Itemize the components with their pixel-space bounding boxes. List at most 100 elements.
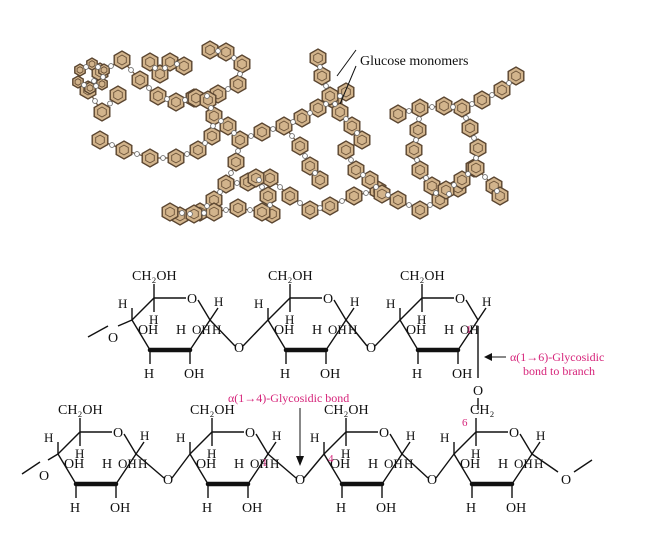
oxygen-linker: [202, 140, 208, 146]
oxygen-linker: [489, 92, 495, 98]
oxygen-linker: [323, 83, 329, 89]
oh-group: OH: [184, 367, 204, 382]
oh-group: OH: [118, 456, 137, 471]
ring-oxygen: O: [379, 426, 389, 441]
glucose-monomer-ring-detail: [313, 52, 323, 64]
ring-back-edge: [57, 431, 112, 455]
ring-oxygen: O: [245, 426, 255, 441]
glucose-monomer: [411, 200, 429, 220]
oxygen-linker: [83, 64, 89, 70]
glucose-monomer-ring-detail: [221, 46, 231, 58]
oxygen-linker: [231, 55, 237, 61]
glycosidic-bond-r2-cd-left: [401, 453, 429, 479]
oxygen-linker: [208, 105, 214, 111]
h-atom: H: [202, 501, 212, 516]
glucose-monomer: [113, 50, 131, 70]
oxygen-linker: [259, 184, 265, 190]
glucose-monomer: [373, 184, 391, 204]
h-atom: H: [212, 322, 221, 337]
glucose-monomer: [291, 136, 309, 156]
glucose-monomer-ring-detail: [86, 84, 94, 92]
glucose-monomers-callout: Glucose monomers: [336, 49, 468, 105]
alpha-1-6-bond-label-line2: bond to branch: [523, 364, 595, 378]
h-atom: H: [536, 428, 545, 443]
oxygen-linker: [312, 170, 318, 176]
glucose-monomer-ring-detail: [313, 102, 323, 114]
h-atom: H: [444, 323, 454, 338]
glucose-monomer: [389, 104, 407, 124]
oxygen-linker: [228, 170, 234, 176]
oxygen-linker: [348, 157, 354, 163]
glucose-monomer: [161, 202, 179, 222]
ring-back-edge: [123, 433, 137, 455]
ring-side-edge: [325, 319, 347, 351]
oxygen-linker: [423, 175, 429, 181]
branch-oxygen: O: [473, 384, 483, 399]
glucose-monomer: [167, 92, 185, 112]
glycosidic-oxygen: O: [163, 473, 173, 488]
h-atom: H: [368, 457, 378, 472]
oxygen-linker: [451, 182, 457, 188]
oh-group: OH: [196, 457, 216, 472]
carbon-1-marker: 1: [262, 457, 268, 469]
h-atom: H: [149, 312, 158, 327]
oxygen-linker: [218, 118, 224, 124]
glucose-monomer: [227, 152, 245, 172]
ring-oxygen: O: [509, 426, 519, 441]
oh-group: OH: [460, 457, 480, 472]
oxygen-linker: [201, 210, 207, 216]
glucose-monomer-ring-detail: [165, 56, 175, 68]
oxygen-linker: [473, 155, 479, 161]
oxygen-linker: [160, 155, 166, 161]
glucose-monomer-ring-detail: [341, 86, 351, 98]
terminal-oxygen: O: [39, 469, 49, 484]
glucose-monomer-ring-detail: [441, 184, 451, 196]
h-atom: H: [471, 446, 480, 461]
h-atom: H: [482, 294, 491, 309]
glucose-monomer: [86, 57, 98, 71]
glucose-monomer-ring-detail: [171, 96, 181, 108]
ring-side-edge: [453, 453, 473, 485]
glucose-monomer: [203, 126, 221, 146]
glucose-monomer-ring-detail: [223, 120, 233, 132]
oxygen-linker: [450, 104, 456, 110]
glucose-monomer-ring-detail: [209, 110, 219, 122]
h-atom: H: [350, 294, 359, 309]
glucose-monomer: [405, 140, 423, 160]
glycosidic-oxygen: O: [366, 341, 376, 356]
carbon-1-marker: 1: [466, 324, 472, 336]
glucose-monomer: [331, 102, 349, 122]
oxygen-linker: [92, 98, 98, 104]
oh-group: OH: [384, 456, 403, 471]
glucose-monomer-ring-detail: [74, 78, 82, 86]
oxygen-linker: [231, 130, 237, 136]
oxygen-linker: [248, 133, 254, 139]
oxygen-linker: [162, 65, 168, 71]
ring-oxygen: O: [187, 292, 197, 307]
oh-group: OH: [64, 457, 84, 472]
glucose-monomer: [437, 180, 455, 200]
callout-leader-line-1: [336, 49, 357, 77]
glycosidic-bond-r1-ab-right: [242, 319, 269, 347]
h-atom: H: [417, 312, 426, 327]
oxygen-linker: [494, 188, 500, 194]
oxygen-linker: [433, 190, 439, 196]
glucose-monomer-ring-detail: [393, 108, 403, 120]
oxygen-linker: [100, 74, 106, 80]
ring-side-edge: [457, 319, 479, 351]
oxygen-linker: [482, 174, 488, 180]
ch2-branch-label: CH₂: [470, 403, 494, 418]
oxygen-linker: [339, 198, 345, 204]
glucose-monomer-ring-detail: [351, 164, 361, 176]
oxygen-linker: [93, 83, 99, 89]
glycosidic-bond-r1-bc-left: [345, 319, 368, 347]
h-atom: H: [176, 430, 185, 445]
oxygen-linker: [267, 202, 273, 208]
oxygen-linker: [277, 184, 283, 190]
oxygen-linker: [215, 48, 221, 54]
oxygen-linker: [91, 78, 97, 84]
h-atom: H: [348, 322, 357, 337]
ring-side-edge: [399, 319, 419, 351]
glucose-monomer-ring-detail: [409, 144, 419, 156]
